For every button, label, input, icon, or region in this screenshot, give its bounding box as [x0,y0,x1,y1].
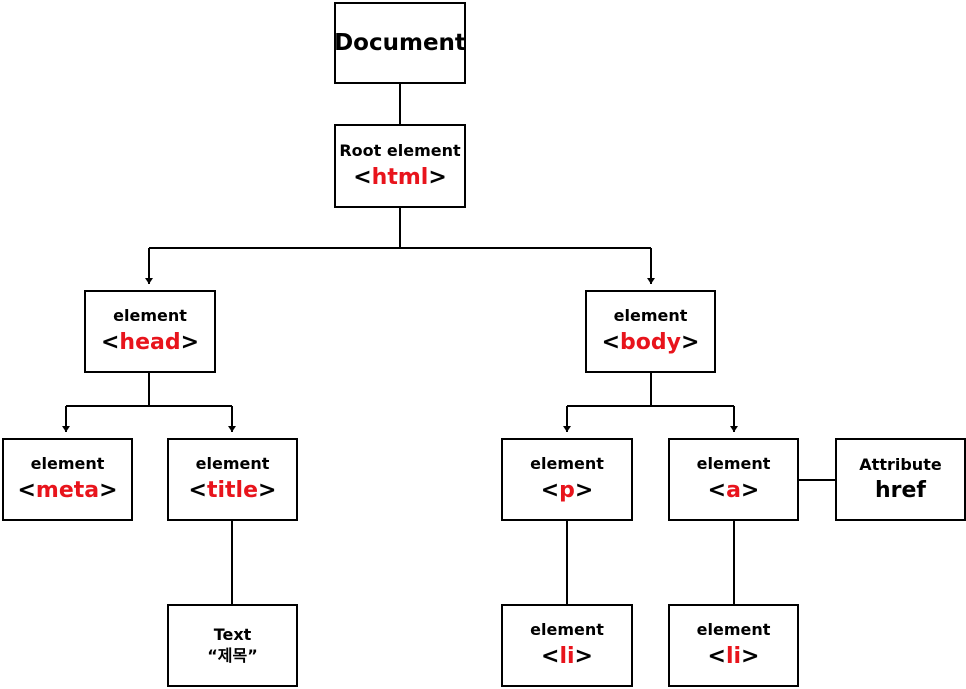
li-element-label: element [696,620,771,639]
body-tag-name: body [620,330,681,355]
head-element-label: element [113,306,187,325]
li-tag: <li> [541,644,593,669]
title-element-node: element <title> [167,438,298,521]
document-node: Document [334,2,466,84]
attribute-node: Attribute href [835,438,966,521]
p-tag-name: p [559,478,575,503]
title-element-label: element [195,454,270,473]
meta-element-label: element [30,454,105,473]
text-node-value: “제목” [207,645,258,665]
root-element-label: Root element [339,140,461,160]
text-node: Text “제목” [167,604,298,687]
a-tag: <a> [707,478,760,503]
p-tag: <p> [540,478,594,503]
p-element-node: element <p> [501,438,633,521]
attribute-label: Attribute [859,454,942,474]
meta-tag: <meta> [17,478,118,503]
meta-tag-name: meta [35,478,100,503]
title-tag: <title> [188,478,277,503]
head-tag-name: head [119,330,181,355]
li-tag: <li> [707,644,760,669]
li-element-label: element [530,620,604,639]
attribute-name: href [874,477,926,503]
title-tag-name: title [206,478,259,503]
li-element-node-under-p: element <li> [501,604,633,687]
a-element-node: element <a> [668,438,799,521]
html-tag-name: html [371,164,429,190]
a-element-label: element [696,454,771,473]
html-tag: <html> [353,164,447,190]
root-element-node: Root element <html> [334,124,466,208]
li-tag-name: li [559,644,575,669]
body-element-label: element [613,306,688,325]
head-element-node: element <head> [84,290,216,373]
document-label: Document [334,30,466,56]
meta-element-node: element <meta> [2,438,133,521]
head-tag: <head> [100,330,200,355]
text-node-label: Text [213,624,252,644]
p-element-label: element [530,454,604,473]
li-tag-name: li [725,644,742,669]
body-tag: <body> [601,330,700,355]
li-element-node-under-a: element <li> [668,604,799,687]
a-tag-name: a [726,478,741,503]
body-element-node: element <body> [585,290,716,373]
